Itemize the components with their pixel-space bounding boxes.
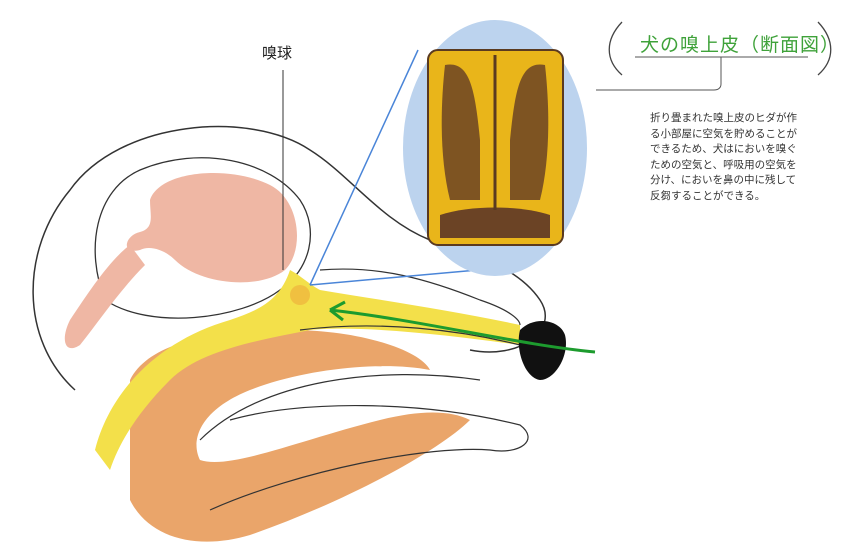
- olfactory-bulb-spot: [290, 285, 310, 305]
- nose-tip: [518, 320, 566, 380]
- head-outline: [32, 125, 546, 391]
- description-line: 反芻することができる。: [650, 189, 766, 202]
- description-line: 折り畳まれた嗅上皮のヒダが作: [650, 112, 797, 124]
- brain: [126, 173, 297, 283]
- olfactory-epithelium: [95, 270, 520, 470]
- olfactory-bulb-label: 嗅球: [262, 44, 293, 62]
- skull-outline: [94, 157, 312, 319]
- jaw-tissue: [130, 330, 470, 542]
- title-bracket-left: [608, 21, 623, 76]
- cross-section-title: 犬の嗅上皮（断面図）: [640, 34, 841, 56]
- description-line: 分け、においを鼻の中に残して: [650, 174, 797, 186]
- description-line: ための空気と、呼吸用の空気を: [650, 158, 797, 171]
- description-text: 折り畳まれた嗅上皮のヒダが作 る小部屋に空気を貯めることが できるため、犬はにお…: [650, 111, 830, 204]
- arrow-head-icon: [329, 300, 346, 322]
- brain-stem: [64, 245, 145, 349]
- title-bracket-right: [817, 21, 832, 76]
- airflow-arrow: [329, 308, 596, 354]
- description-line: る小部屋に空気を貯めることが: [650, 127, 797, 140]
- description-line: できるため、犬はにおいを嗅ぐ: [650, 143, 797, 155]
